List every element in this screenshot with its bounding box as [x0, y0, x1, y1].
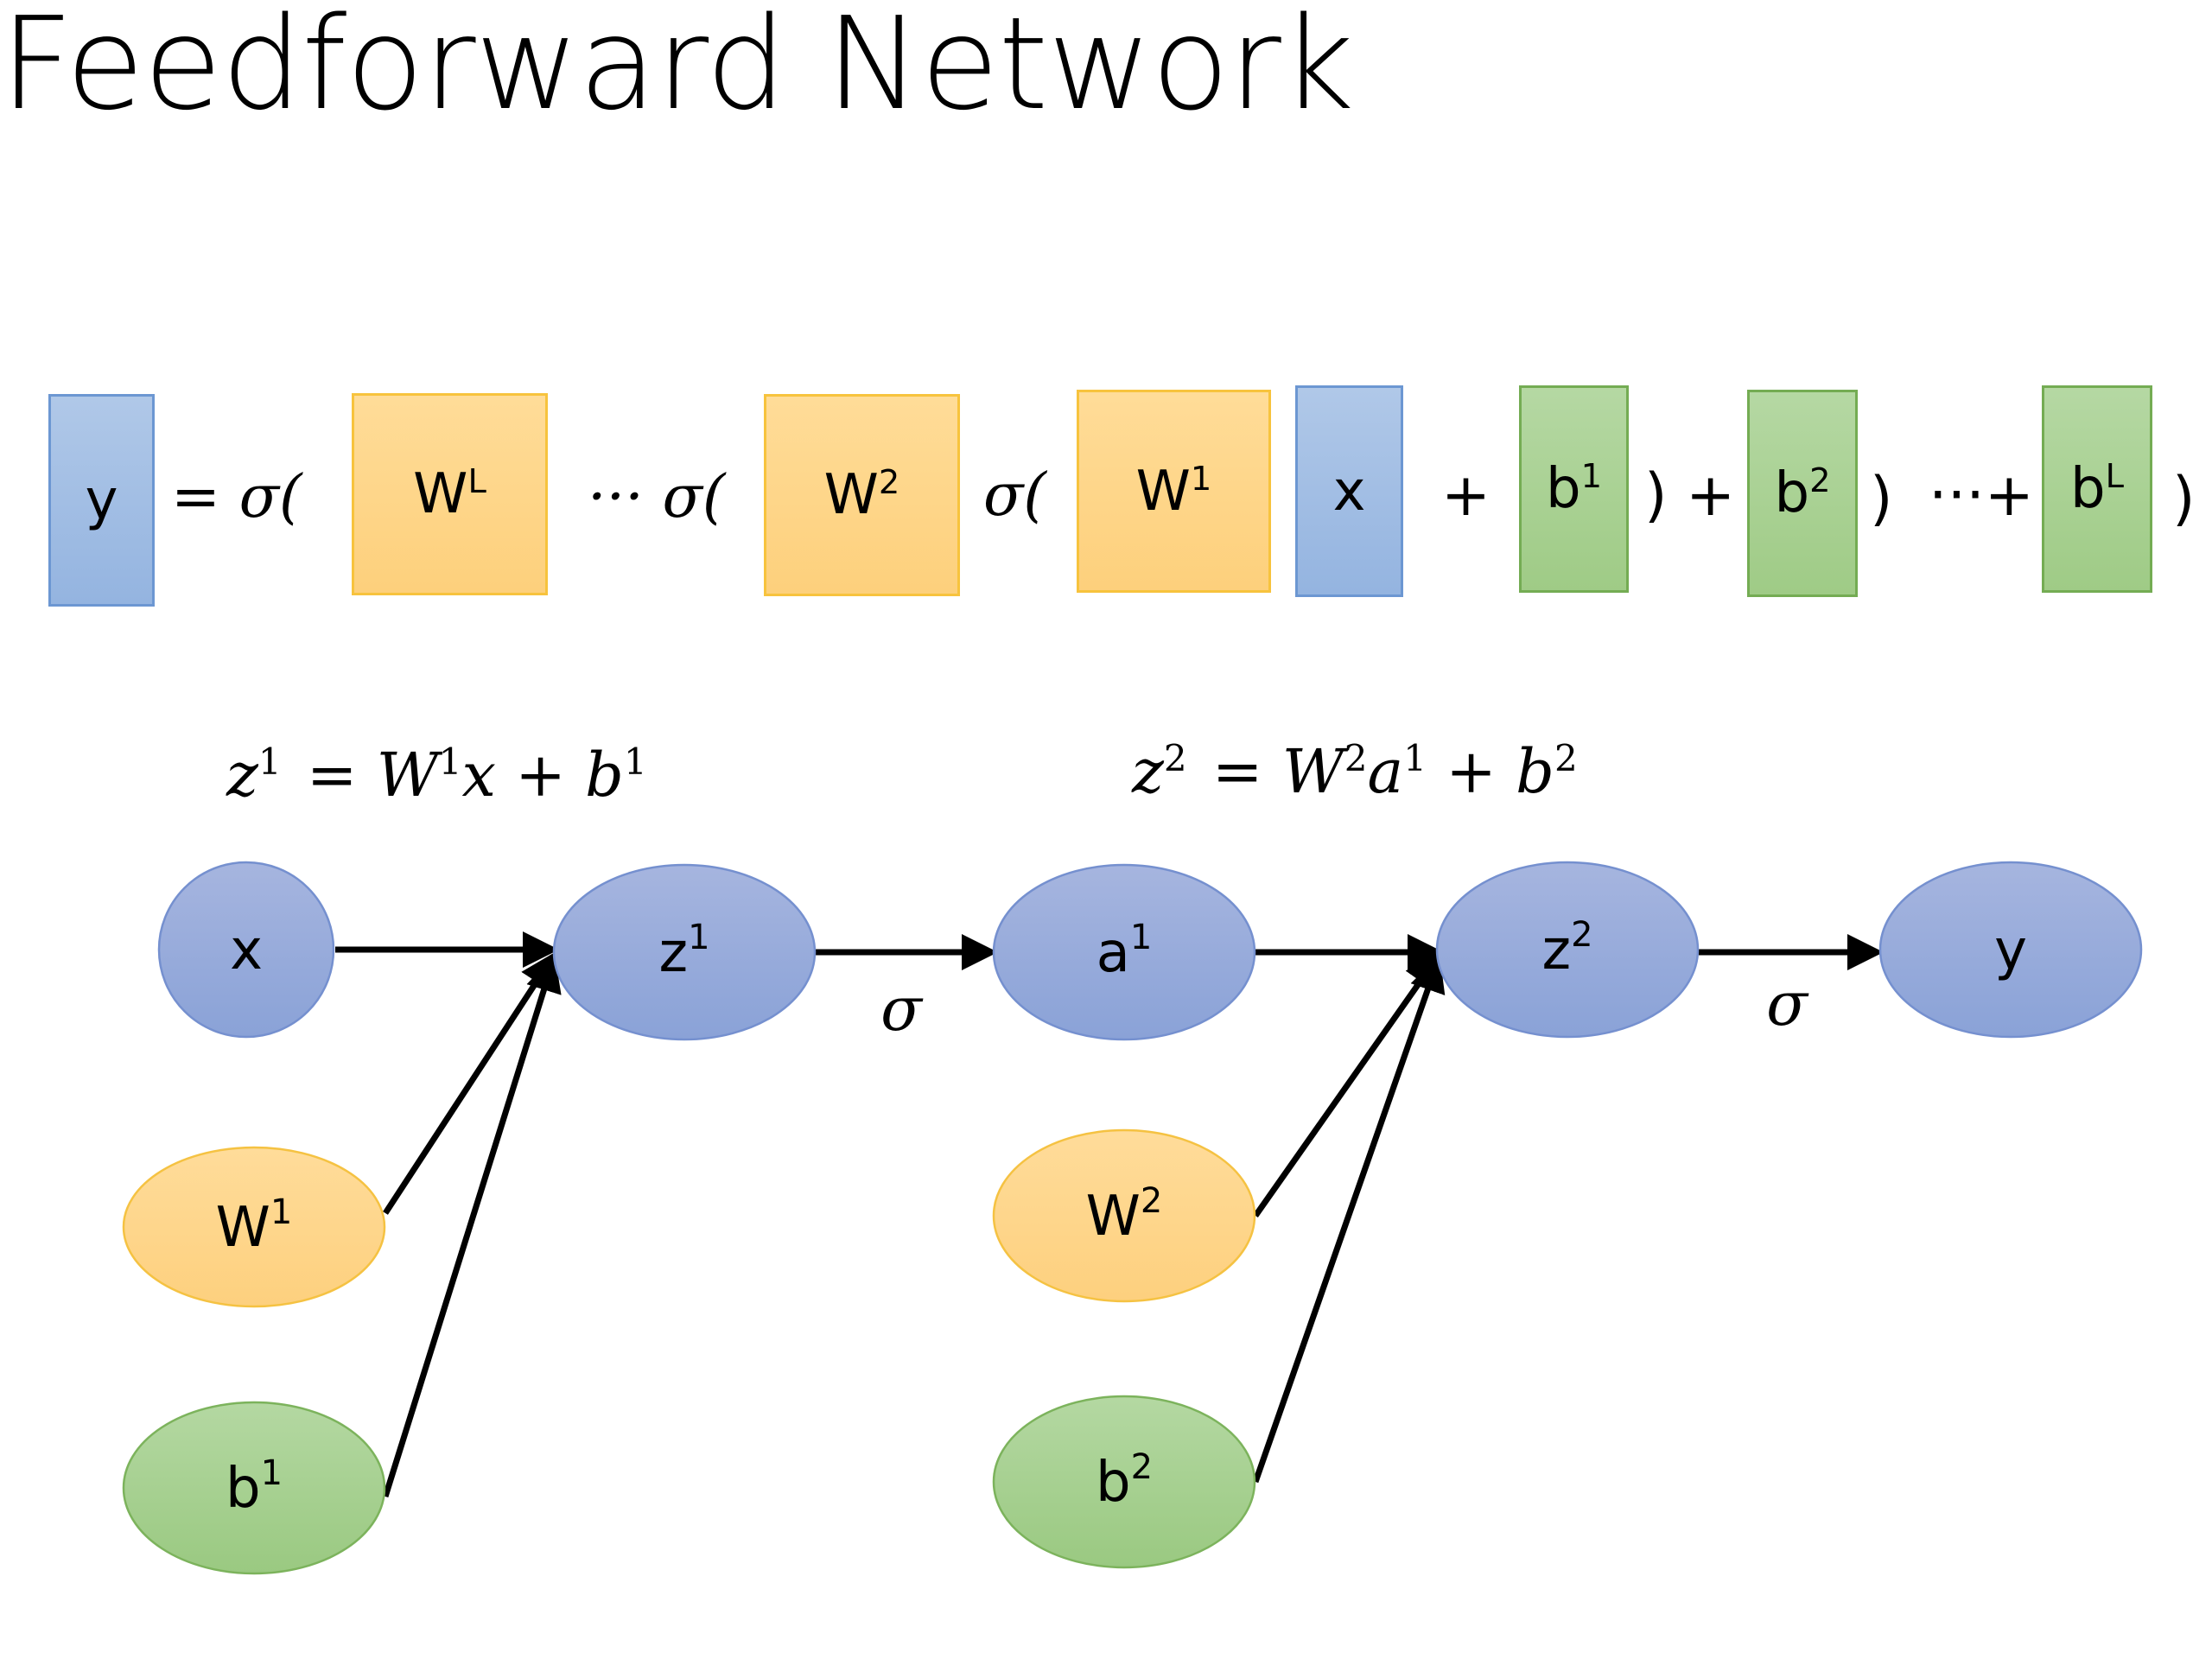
node-b1-ellipse — [122, 1401, 386, 1575]
node-b1-label: b1 — [226, 1453, 283, 1521]
node-z1: z1 — [552, 863, 817, 1041]
node-W1-label: W1 — [216, 1192, 293, 1260]
formula-bL-label: bL — [2069, 456, 2124, 521]
formula-ellipsis-sigma: ··· σ( — [588, 463, 726, 531]
edge-b1-z1-arrow — [382, 955, 562, 1498]
formula-W1-box: W1 — [1077, 390, 1271, 593]
node-z1-label: z1 — [658, 918, 709, 985]
node-z2: z2 — [1435, 861, 1700, 1039]
node-a1-label: a1 — [1096, 918, 1153, 985]
formula-x-box: x — [1295, 385, 1403, 597]
node-b1: b1 — [122, 1401, 386, 1575]
node-y-ellipse — [1878, 861, 2143, 1039]
formula-ellipsis-plus: ···+ — [1929, 461, 2034, 530]
node-x: x — [157, 861, 335, 1039]
formula-equals-sigma: = σ( — [171, 463, 302, 531]
node-W1-ellipse — [122, 1146, 386, 1308]
formula-b2-label: b2 — [1774, 461, 1831, 525]
edge-z1-a1-sigma-label: σ — [880, 974, 924, 1045]
node-z1-ellipse — [552, 863, 817, 1041]
node-z2-label: z2 — [1541, 915, 1592, 982]
node-b2: b2 — [992, 1395, 1256, 1569]
node-z2-ellipse — [1435, 861, 1700, 1039]
formula-W2-label: W2 — [823, 462, 900, 527]
formula-y-label: y — [85, 468, 118, 532]
edge-b2-z2-arrow — [1252, 955, 1446, 1484]
formula-close-plus: ) + — [1644, 461, 1736, 530]
node-W1: W1 — [122, 1146, 386, 1308]
node-W2-ellipse — [992, 1128, 1256, 1303]
edge-W2-z2-arrow — [1253, 951, 1442, 1218]
equation-z1: z1 = W1x + b1 — [226, 740, 647, 810]
formula-b1-label: b1 — [1545, 456, 1603, 521]
node-y: y — [1878, 861, 2143, 1039]
formula-close: ) — [1870, 465, 1893, 533]
equation-z2: z2 = W2a1 + b2 — [1132, 736, 1578, 807]
node-W2-label: W2 — [1086, 1181, 1163, 1249]
node-b2-ellipse — [992, 1395, 1256, 1569]
formula-plus: + — [1441, 461, 1491, 530]
edge-z2-y-sigma-label: σ — [1766, 969, 1809, 1039]
node-a1: a1 — [992, 863, 1256, 1041]
formula-x-label: x — [1332, 459, 1366, 524]
node-x-ellipse — [157, 861, 335, 1039]
node-b2-label: b2 — [1096, 1447, 1153, 1515]
formula-b2-box: b2 — [1747, 390, 1858, 597]
node-W2: W2 — [992, 1128, 1256, 1303]
node-x-label: x — [230, 918, 263, 982]
formula-b1-box: b1 — [1519, 385, 1629, 593]
formula-W2-box: W2 — [764, 394, 960, 596]
node-y-label: y — [1994, 918, 2027, 982]
formula-W1-label: W1 — [1135, 459, 1212, 524]
formula-sigma-open: σ( — [983, 461, 1046, 530]
formula-close-final: ) — [2172, 465, 2196, 533]
formula-WL-box: WL — [352, 393, 548, 595]
formula-y-box: y — [48, 394, 155, 607]
edge-W1-z1-arrow — [383, 951, 556, 1215]
formula-WL-label: WL — [413, 461, 486, 526]
node-a1-ellipse — [992, 863, 1256, 1041]
formula-bL-box: bL — [2042, 385, 2152, 593]
slide-title: Feedforward Network — [0, 0, 1355, 138]
